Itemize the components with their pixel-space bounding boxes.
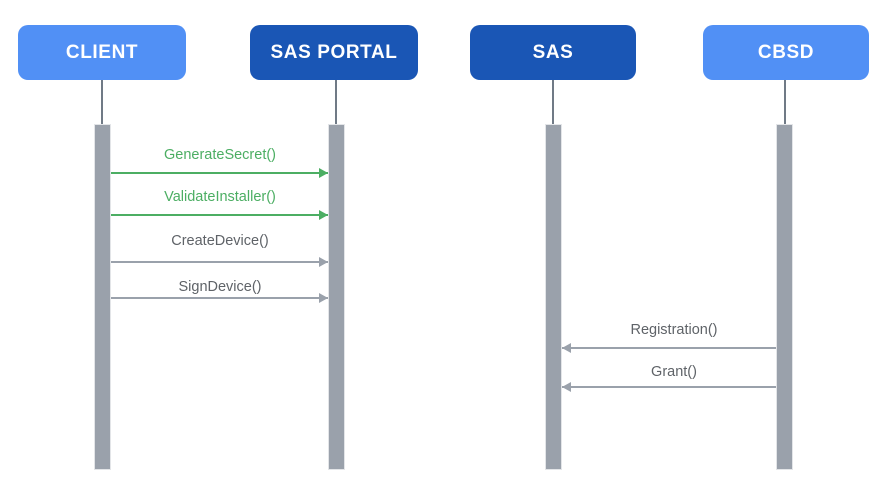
message-line-registration (562, 347, 776, 349)
message-line-grant (562, 386, 776, 388)
lifeline-cbsd (784, 80, 786, 124)
message-label-grant: Grant() (651, 364, 697, 380)
activation-bar-sas (545, 124, 562, 470)
message-arrowhead-sign-device (319, 293, 328, 303)
message-label-validate-installer: ValidateInstaller() (164, 189, 276, 205)
message-arrowhead-grant (562, 382, 571, 392)
message-line-generate-secret (111, 172, 328, 174)
actor-box-sas[interactable]: SAS (470, 25, 636, 80)
activation-bar-cbsd (776, 124, 793, 470)
message-arrowhead-generate-secret (319, 168, 328, 178)
message-label-create-device: CreateDevice() (171, 233, 269, 249)
activation-bar-sas-portal (328, 124, 345, 470)
actor-box-sas-portal[interactable]: SAS PORTAL (250, 25, 418, 80)
message-line-create-device (111, 261, 328, 263)
message-label-generate-secret: GenerateSecret() (163, 147, 277, 163)
actor-label-cbsd: CBSD (757, 41, 815, 63)
message-label-sign-device: SignDevice() (178, 279, 262, 295)
lifeline-client (101, 80, 103, 124)
actor-box-client[interactable]: CLIENT (18, 25, 186, 80)
message-line-validate-installer (111, 214, 328, 216)
message-arrowhead-validate-installer (319, 210, 328, 220)
activation-bar-client (94, 124, 111, 470)
message-label-registration: Registration() (630, 322, 718, 338)
lifeline-sas (552, 80, 554, 124)
actor-label-sas-portal: SAS PORTAL (270, 41, 398, 63)
actor-box-cbsd[interactable]: CBSD (703, 25, 869, 80)
lifeline-sas-portal (335, 80, 337, 124)
message-arrowhead-registration (562, 343, 571, 353)
message-line-sign-device (111, 297, 328, 299)
message-arrowhead-create-device (319, 257, 328, 267)
actor-label-sas: SAS (532, 41, 574, 63)
actor-label-client: CLIENT (65, 41, 139, 63)
